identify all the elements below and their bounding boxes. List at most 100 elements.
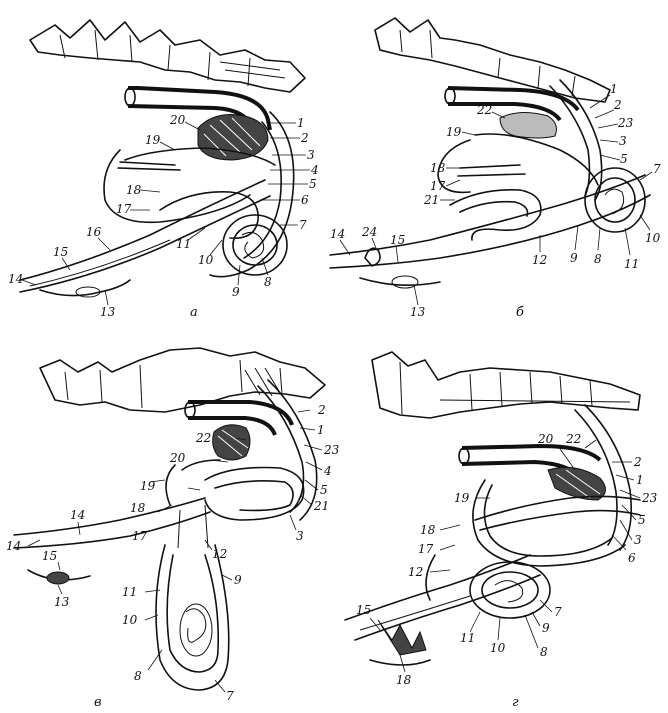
label-d-23: 23: [641, 491, 658, 505]
panel-c: 2 1 23 4 5 21 3 22 20 19 18 17 12 9 11 1…: [6, 348, 340, 710]
label-b-18: 18: [430, 161, 446, 175]
aorta-c: [188, 402, 292, 425]
label-d-22: 22: [565, 432, 581, 446]
label-a-3: 3: [307, 148, 315, 162]
label-d-7: 7: [554, 605, 562, 619]
gland-d-20: [548, 467, 606, 500]
label-d-5: 5: [638, 513, 646, 527]
label-d-6: 6: [628, 551, 636, 565]
label-a-4: 4: [310, 163, 319, 177]
label-b-21: 21: [423, 193, 439, 207]
label-a-7: 7: [299, 218, 307, 232]
label-a-16: 16: [86, 225, 102, 239]
label-b-19: 19: [446, 125, 462, 139]
panel-b: 1 2 23 3 5 7 10 11 8 9 12 13 14 24 15 21…: [330, 18, 661, 320]
label-b-5: 5: [620, 152, 628, 166]
label-c-12: 12: [212, 547, 227, 561]
label-a-1: 1: [297, 116, 305, 130]
label-c-13: 13: [54, 595, 70, 609]
testis-d: [470, 562, 550, 618]
aorta-d: [462, 446, 600, 460]
vesicular-gland-a: [198, 115, 268, 161]
label-b-7: 7: [653, 162, 661, 176]
label-a-15: 15: [53, 245, 68, 259]
vertebral-column-c: [40, 348, 325, 412]
label-b-24: 24: [361, 225, 377, 239]
label-a-9: 9: [232, 285, 240, 299]
label-b-15: 15: [390, 233, 405, 247]
vertebral-column-d: [372, 352, 640, 418]
label-a-2: 2: [300, 131, 309, 145]
panel-a: 1 2 3 4 5 6 7 8 9 10 11 13 14 15 16 17 1…: [8, 20, 319, 320]
label-a-5: 5: [309, 177, 317, 191]
label-a-20: 20: [169, 113, 186, 127]
label-b-11: 11: [624, 257, 639, 271]
label-d-2: 2: [633, 455, 642, 469]
gland-b-22: [500, 112, 556, 138]
label-a-14: 14: [8, 272, 23, 286]
testis-b: [585, 168, 645, 232]
label-c-4: 4: [323, 464, 332, 478]
label-a-6: 6: [301, 193, 309, 207]
label-c-14a: 14: [6, 539, 21, 553]
label-b-23: 23: [617, 116, 634, 130]
label-c-23: 23: [323, 443, 340, 457]
label-c-10: 10: [122, 613, 138, 627]
label-d-20: 20: [537, 432, 554, 446]
label-b-13: 13: [410, 305, 426, 319]
label-d-17: 17: [418, 542, 434, 556]
label-b-1: 1: [610, 82, 618, 96]
label-a-11: 11: [176, 237, 191, 251]
panel-letter-c: в: [94, 695, 102, 710]
label-c-19: 19: [140, 479, 156, 493]
label-c-5: 5: [320, 483, 328, 497]
panel-letter-d: г: [512, 695, 519, 710]
label-d-19: 19: [454, 491, 470, 505]
label-b-14: 14: [330, 227, 345, 241]
label-c-2: 2: [317, 403, 326, 417]
label-c-7: 7: [226, 689, 234, 703]
label-c-22: 22: [195, 431, 211, 445]
panel-letter-a: а: [190, 305, 198, 320]
label-a-19: 19: [145, 133, 161, 147]
label-d-8: 8: [540, 645, 548, 659]
label-a-8: 8: [264, 275, 272, 289]
label-d-1: 1: [636, 473, 644, 487]
label-b-10: 10: [645, 231, 661, 245]
label-a-10: 10: [198, 253, 214, 267]
label-d-10: 10: [490, 641, 506, 655]
label-d-15: 15: [356, 603, 371, 617]
label-b-2: 2: [613, 98, 622, 112]
label-d-9: 9: [542, 621, 550, 635]
testis-c: [156, 505, 229, 690]
label-c-3: 3: [296, 529, 304, 543]
label-c-8: 8: [134, 669, 142, 683]
label-c-21: 21: [313, 499, 329, 513]
label-b-12: 12: [532, 253, 547, 267]
label-d-18a: 18: [420, 523, 436, 537]
label-a-13: 13: [100, 305, 116, 319]
label-c-1: 1: [317, 423, 325, 437]
aorta-b: [448, 88, 578, 110]
panel-letter-b: б: [516, 305, 524, 320]
label-a-18: 18: [126, 183, 142, 197]
label-b-17: 17: [430, 179, 446, 193]
label-c-11: 11: [122, 585, 137, 599]
gland-c-22: [213, 425, 250, 460]
label-c-17: 17: [132, 529, 148, 543]
label-c-18: 18: [130, 501, 146, 515]
label-c-15: 15: [42, 549, 57, 563]
panel-d: 20 22 2 1 23 5 3 6 19 18 17 12 7 9 8 10 …: [345, 352, 658, 710]
label-d-11: 11: [460, 631, 475, 645]
label-c-9: 9: [234, 573, 242, 587]
label-b-3: 3: [619, 134, 627, 148]
label-d-12: 12: [408, 565, 423, 579]
label-a-17: 17: [116, 202, 132, 216]
label-c-20: 20: [169, 451, 186, 465]
label-b-22: 22: [476, 103, 492, 117]
label-b-8: 8: [594, 252, 602, 266]
label-d-3: 3: [634, 533, 642, 547]
vertebral-column-a: [30, 20, 305, 92]
label-c-14b: 14: [70, 508, 85, 522]
